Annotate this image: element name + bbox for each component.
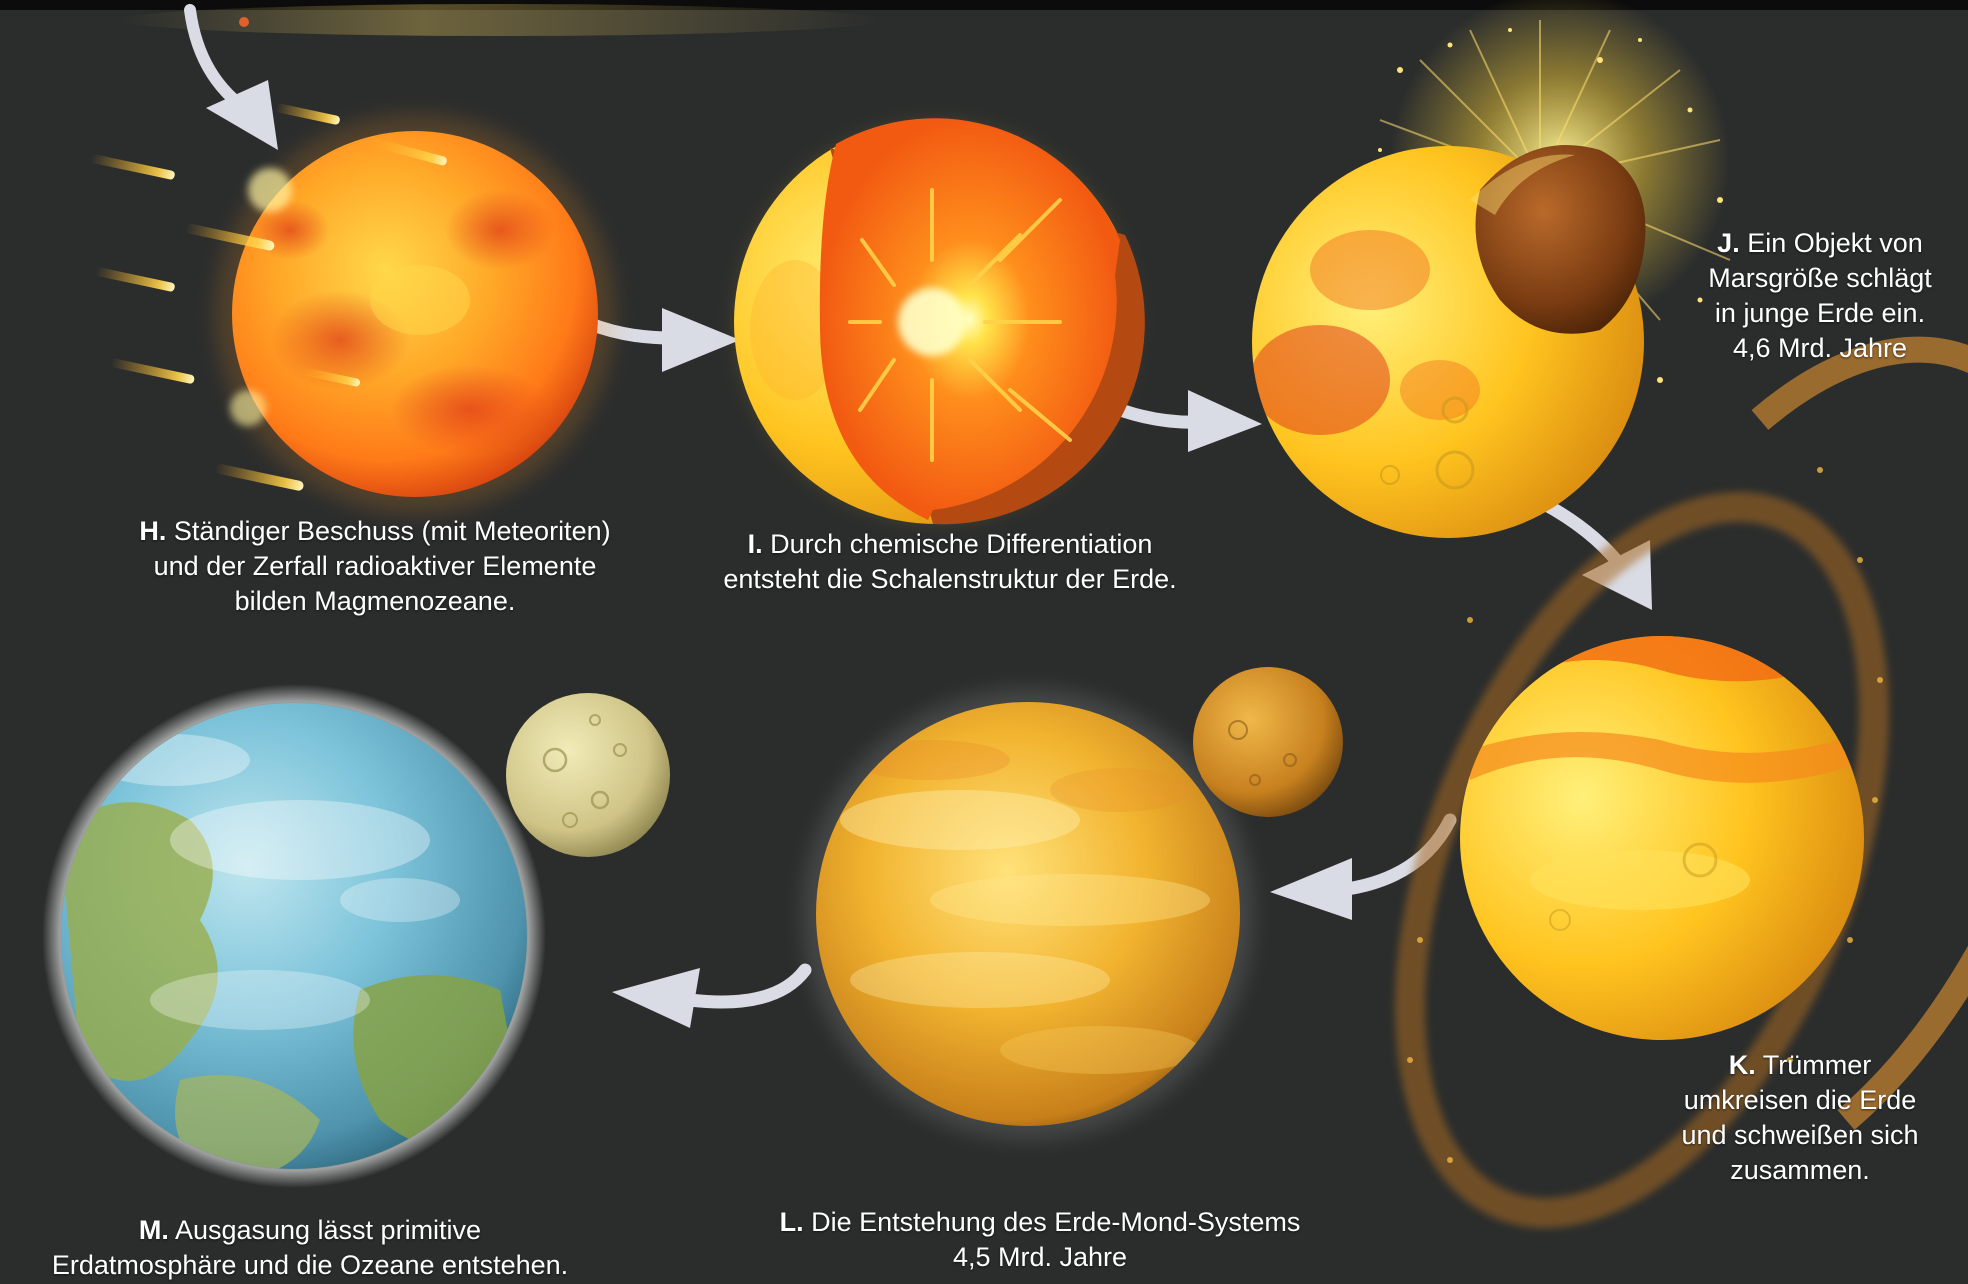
caption-k-letter: K. bbox=[1729, 1050, 1756, 1080]
caption-h: H. Ständiger Beschuss (mit Meteoriten) u… bbox=[105, 514, 645, 619]
caption-l-line-2: 4,5 Mrd. Jahre bbox=[700, 1240, 1380, 1275]
top-glow-streak bbox=[120, 4, 880, 36]
planet-h-molten bbox=[90, 103, 615, 514]
caption-h-line-3: bilden Magmenozeane. bbox=[105, 584, 645, 619]
caption-k-line-2: umkreisen die Erde bbox=[1650, 1083, 1950, 1118]
moon-m bbox=[506, 693, 670, 857]
caption-m-letter: M. bbox=[139, 1215, 169, 1245]
caption-j-line-1: Ein Objekt von bbox=[1747, 228, 1923, 258]
caption-j-line-3: in junge Erde ein. bbox=[1680, 296, 1960, 331]
caption-h-line-1: Ständiger Beschuss (mit Meteoriten) bbox=[174, 516, 611, 546]
caption-l-line-1: Die Entstehung des Erde-Mond-Systems bbox=[811, 1207, 1300, 1237]
planet-m-earth bbox=[42, 684, 670, 1188]
caption-h-line-2: und der Zerfall radioaktiver Elemente bbox=[105, 549, 645, 584]
caption-h-letter: H. bbox=[139, 516, 166, 546]
caption-l: L. Die Entstehung des Erde-Mond-Systems … bbox=[700, 1205, 1380, 1275]
caption-i-line-2: entsteht die Schalenstruktur der Erde. bbox=[680, 562, 1220, 597]
caption-k-line-4: zusammen. bbox=[1650, 1153, 1950, 1188]
moon-l bbox=[1193, 667, 1343, 817]
caption-m-line-1: Ausgasung lässt primitive bbox=[175, 1215, 481, 1245]
planet-i-cutaway bbox=[734, 118, 1145, 524]
caption-l-letter: L. bbox=[780, 1207, 804, 1237]
caption-j: J. Ein Objekt von Marsgröße schlägt in j… bbox=[1680, 226, 1960, 366]
caption-i: I. Durch chemische Differentiation entst… bbox=[680, 527, 1220, 597]
caption-i-letter: I. bbox=[748, 529, 763, 559]
caption-m: M. Ausgasung lässt primitive Erdatmosphä… bbox=[0, 1213, 620, 1283]
caption-k: K. Trümmer umkreisen die Erde und schwei… bbox=[1650, 1048, 1950, 1188]
small-meteor-dot bbox=[239, 17, 249, 27]
caption-j-letter: J. bbox=[1717, 228, 1740, 258]
arrow-l-to-m bbox=[612, 968, 805, 1028]
caption-i-line-1: Durch chemische Differentiation bbox=[770, 529, 1152, 559]
caption-k-line-1: Trümmer bbox=[1763, 1050, 1872, 1080]
caption-m-line-2: Erdatmosphäre und die Ozeane entstehen. bbox=[0, 1248, 620, 1283]
planet-j-impact bbox=[1250, 0, 1730, 538]
caption-j-line-4: 4,6 Mrd. Jahre bbox=[1680, 331, 1960, 366]
caption-k-line-3: und schweißen sich bbox=[1650, 1118, 1950, 1153]
caption-j-line-2: Marsgröße schlägt bbox=[1680, 261, 1960, 296]
planet-l-earth-moon bbox=[802, 667, 1343, 1140]
